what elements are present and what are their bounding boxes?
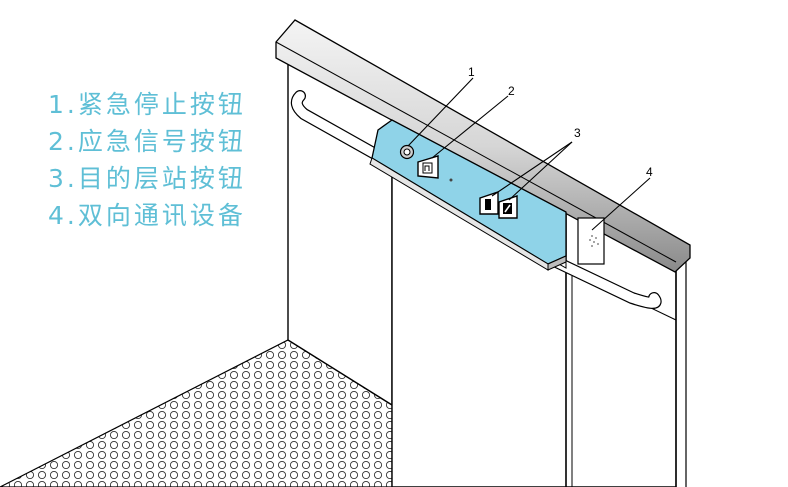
legend-item-intercom: 4.双向通讯设备 (48, 201, 246, 230)
legend-item-emergency-signal: 2.应急信号按钮 (48, 127, 246, 156)
legend-item-destination-floor: 3.目的层站按钮 (48, 164, 246, 193)
legend-list: 1.紧急停止按钮 2.应急信号按钮 3.目的层站按钮 4.双向通讯设备 (48, 86, 246, 234)
callout-2: 2 (508, 84, 515, 98)
leader-line-2 (431, 95, 509, 159)
top-handrail (275, 19, 691, 273)
callout-3: 3 (574, 126, 581, 140)
leader-line-4 (591, 177, 651, 231)
leader-line-3a (491, 141, 573, 197)
intercom-device (577, 217, 605, 265)
callout-4: 4 (646, 165, 653, 179)
leader-line-3b (508, 141, 573, 201)
legend-item-emergency-stop: 1.紧急停止按钮 (48, 90, 246, 119)
leader-line-1 (407, 77, 474, 147)
callout-1: 1 (468, 65, 475, 79)
